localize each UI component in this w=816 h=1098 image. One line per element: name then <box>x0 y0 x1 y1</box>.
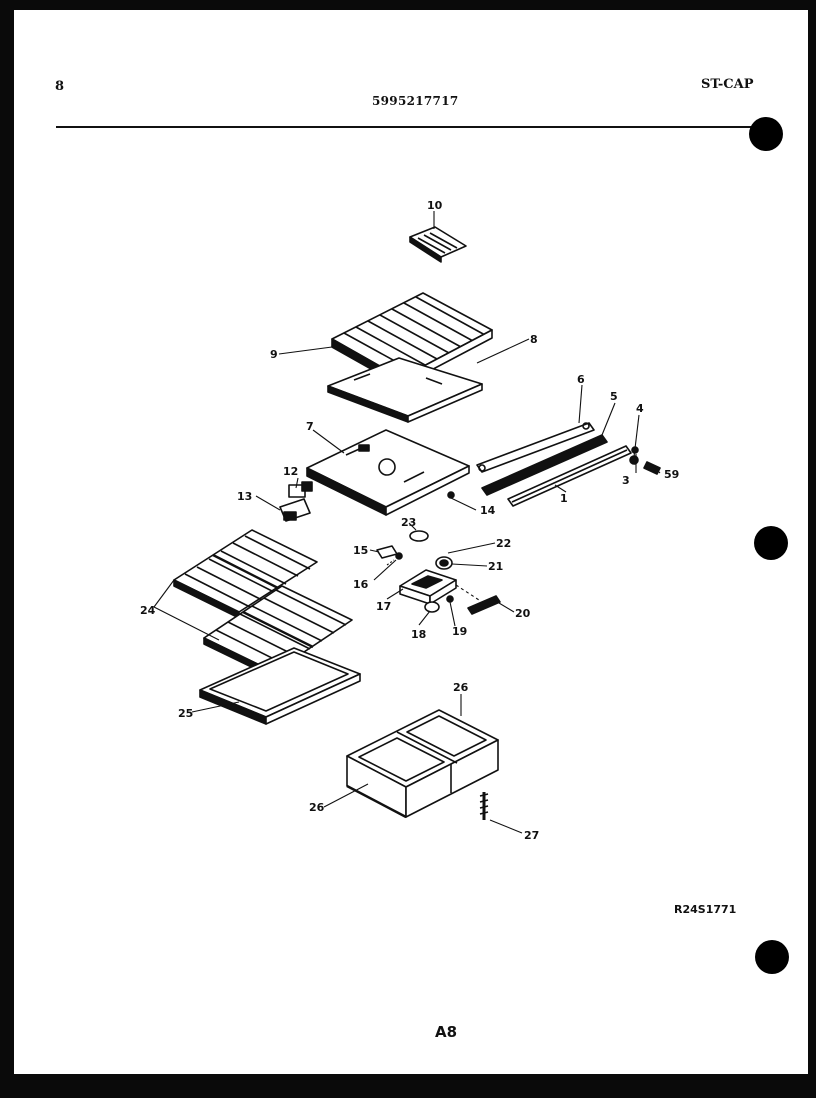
callout-5: 5 <box>610 390 618 403</box>
binder-hole-bottom <box>755 940 789 974</box>
callout-26-side: 26 <box>309 801 325 814</box>
callout-20: 20 <box>515 607 531 620</box>
callout-19: 19 <box>452 625 467 638</box>
part-12-bracket <box>288 481 313 498</box>
part-18-washer <box>424 601 440 613</box>
callout-26-top: 26 <box>453 681 469 694</box>
part-21-dial <box>435 556 453 570</box>
callout-17: 17 <box>376 600 391 613</box>
part-59-screw <box>643 461 661 475</box>
callout-3: 3 <box>622 474 630 487</box>
part-13-bracket <box>279 498 311 522</box>
part-10-cover <box>409 226 467 263</box>
part-1-rail <box>507 445 632 507</box>
exploded-parts-diagram: 10 9 8 6 5 4 7 12 13 14 3 59 1 23 22 15 … <box>140 199 679 842</box>
part-20-bar <box>467 595 501 615</box>
callout-15: 15 <box>353 544 368 557</box>
binder-hole-top <box>749 117 783 151</box>
part-26-crisper-drawers <box>346 709 499 819</box>
callout-10: 10 <box>427 199 443 212</box>
page-code: A8 <box>435 1023 458 1041</box>
callout-24: 24 <box>140 604 156 617</box>
part-6-rail <box>476 422 595 473</box>
callout-25: 25 <box>178 707 193 720</box>
model-number: 5995217717 <box>372 94 459 108</box>
callout-23: 23 <box>401 516 416 529</box>
part-17-housing <box>399 569 457 605</box>
header-rule <box>56 126 770 128</box>
callout-18: 18 <box>411 628 426 641</box>
part-15-fitting <box>376 545 403 560</box>
part-4-clip <box>629 455 639 465</box>
callout-21: 21 <box>488 560 503 573</box>
callout-8: 8 <box>530 333 538 346</box>
callout-59: 59 <box>664 468 679 481</box>
part-14-screw <box>447 491 455 499</box>
callout-13: 13 <box>237 490 252 503</box>
drawing-code: R24S1771 <box>674 903 737 916</box>
leader-lines <box>153 211 661 834</box>
binder-hole-middle <box>754 526 788 560</box>
callout-9: 9 <box>270 348 278 361</box>
part-25-glass-shelf <box>199 647 361 725</box>
page-number: 8 <box>55 79 65 94</box>
part-19-screw <box>446 595 454 603</box>
callout-22: 22 <box>496 537 511 550</box>
part-27-screw <box>479 792 489 820</box>
callout-27: 27 <box>524 829 539 842</box>
callout-1: 1 <box>560 492 568 505</box>
parts-sheet: 8 5995217717 ST-CAP <box>14 10 808 1074</box>
part-23-knob <box>409 530 429 542</box>
callout-labels: 10 9 8 6 5 4 7 12 13 14 3 59 1 23 22 15 … <box>140 199 679 842</box>
callout-4: 4 <box>636 402 644 415</box>
part-7-shelf-pan <box>306 429 470 516</box>
section-code: ST-CAP <box>701 77 754 92</box>
callout-7: 7 <box>306 420 314 433</box>
part-8-plate <box>327 357 483 423</box>
callout-6: 6 <box>577 373 585 386</box>
callout-12: 12 <box>283 465 298 478</box>
part-5-heater-rail <box>481 434 608 496</box>
part-24-wire-shelf-lower <box>203 585 353 679</box>
callout-16: 16 <box>353 578 369 591</box>
callout-14: 14 <box>480 504 496 517</box>
